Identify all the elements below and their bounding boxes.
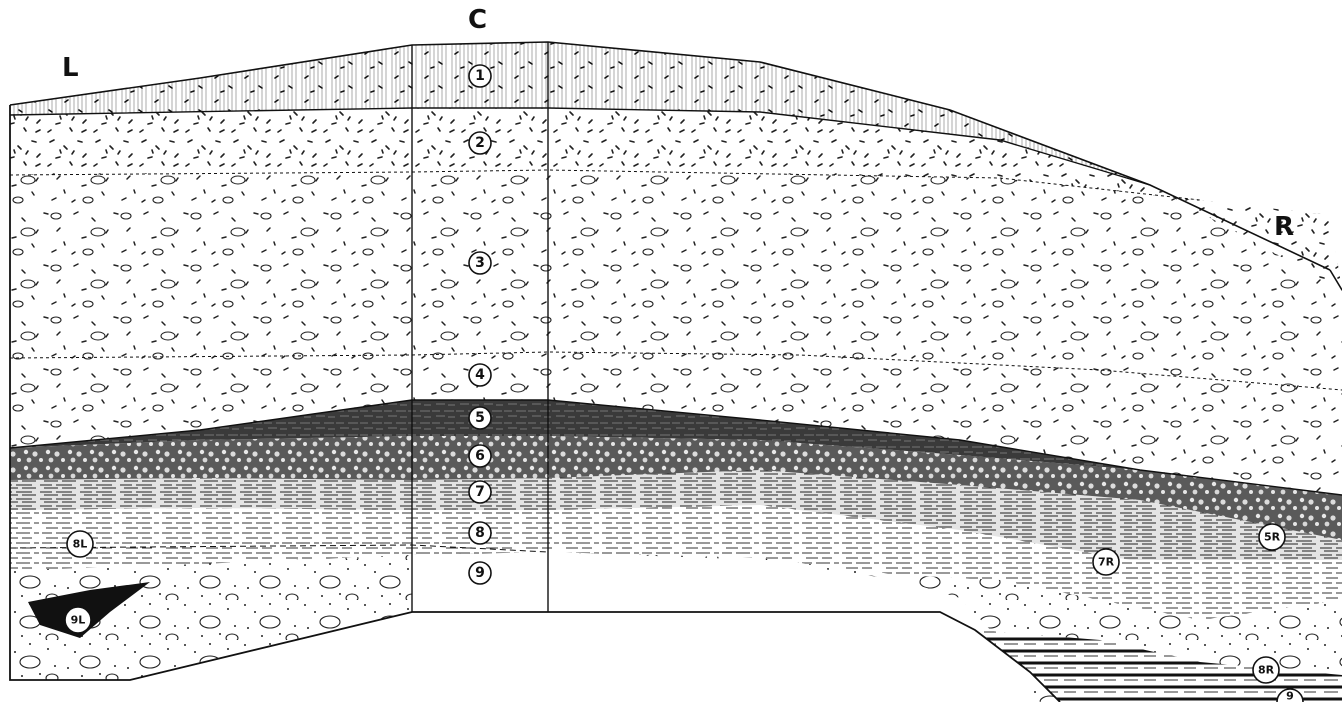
layer-label-4: 4 bbox=[469, 364, 491, 386]
layer-label-2-text: 2 bbox=[475, 135, 485, 151]
side-label-7R: 7R bbox=[1093, 549, 1119, 575]
side-label-8R-text: 8R bbox=[1258, 664, 1275, 677]
layer-label-5: 5 bbox=[469, 407, 491, 429]
layer-label-1: 1 bbox=[469, 65, 491, 87]
layer-label-3: 3 bbox=[469, 252, 491, 274]
side-letter-right: R bbox=[1274, 212, 1294, 242]
layer-label-6-text: 6 bbox=[475, 448, 485, 464]
side-label-8R: 8R bbox=[1253, 657, 1279, 683]
side-label-8L-text: 8L bbox=[73, 538, 88, 551]
layer-label-8-text: 8 bbox=[475, 525, 485, 541]
layer-label-9-text: 9 bbox=[475, 565, 485, 581]
side-label-7R-text: 7R bbox=[1098, 556, 1115, 569]
side-label-8L: 8L bbox=[67, 531, 93, 557]
side-label-9L: 9L bbox=[65, 607, 91, 633]
side-label-5R-text: 5R bbox=[1264, 531, 1281, 544]
layer-label-2: 2 bbox=[469, 132, 491, 154]
side-label-9L-text: 9L bbox=[71, 614, 86, 627]
layer-label-5-text: 5 bbox=[475, 410, 485, 426]
side-label-9R-text: 9 bbox=[1286, 690, 1294, 702]
layer-label-7-text: 7 bbox=[475, 484, 485, 500]
layer-label-9: 9 bbox=[469, 562, 491, 584]
side-label-5R: 5R bbox=[1259, 524, 1285, 550]
layer-label-6: 6 bbox=[469, 445, 491, 467]
layer-label-1-text: 1 bbox=[475, 68, 485, 84]
side-letter-left: L bbox=[62, 53, 79, 83]
layer-label-4-text: 4 bbox=[475, 367, 485, 383]
side-letter-center: C bbox=[468, 5, 487, 35]
layer-label-8: 8 bbox=[469, 522, 491, 544]
layer-label-7: 7 bbox=[469, 481, 491, 503]
layer-label-3-text: 3 bbox=[475, 255, 485, 271]
